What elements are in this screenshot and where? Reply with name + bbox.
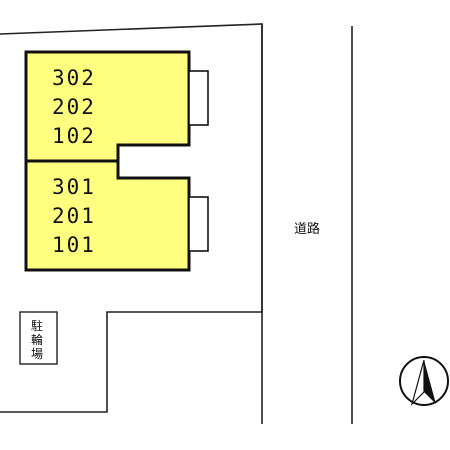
unit-label-102: 102 bbox=[52, 124, 96, 148]
road-label: 道路 bbox=[294, 221, 320, 237]
unit-label-301: 301 bbox=[52, 175, 96, 199]
bicycle-parking bbox=[19, 311, 58, 365]
unit-label-101: 101 bbox=[52, 233, 96, 257]
unit-label-302: 302 bbox=[52, 66, 96, 90]
unit-label-201: 201 bbox=[52, 204, 96, 228]
parking-label-char-2: 輪 bbox=[31, 332, 43, 347]
balcony-upper bbox=[188, 70, 209, 126]
parking-label-char-1: 駐 bbox=[31, 318, 43, 333]
balcony-lower bbox=[188, 196, 209, 252]
lot-boundary bbox=[0, 23, 263, 413]
north-arrow-icon bbox=[399, 356, 449, 407]
parking-label-char-3: 場 bbox=[31, 347, 43, 361]
unit-label-202: 202 bbox=[52, 95, 96, 119]
